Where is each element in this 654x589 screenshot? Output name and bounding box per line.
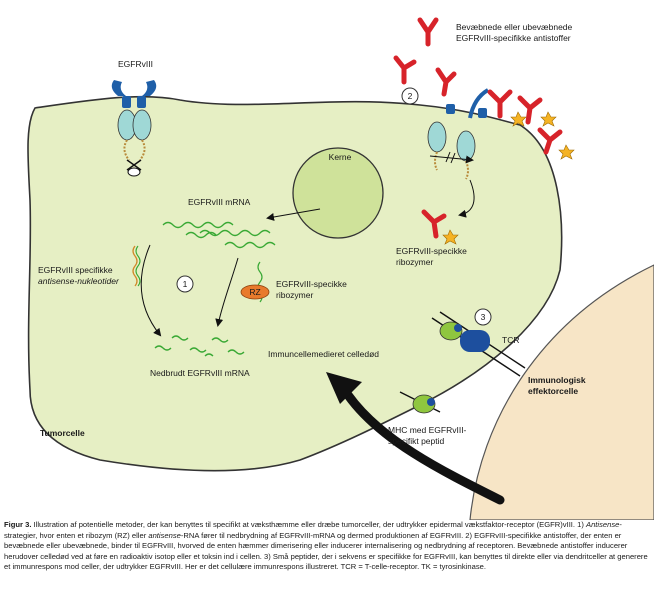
marker-3: 3 xyxy=(474,308,492,326)
ribozymer-right-line1: EGFRvIII-specikke xyxy=(396,246,467,256)
svg-text:RZ: RZ xyxy=(249,287,260,297)
caption-text-2: -strategier, hvor enten et ribozym (RZ) … xyxy=(4,520,622,540)
antibodies-bound xyxy=(487,89,563,155)
degraded-mrna xyxy=(154,335,245,357)
mhc-label-line2: specifikt peptid xyxy=(388,436,444,446)
egfrviii-receptor-top xyxy=(111,80,157,177)
mhc-tcr-complex xyxy=(431,311,526,377)
nucleus xyxy=(292,147,384,239)
antibody-internalized xyxy=(421,209,447,239)
antibodies-label-line1: Bevæbnede eller ubevæbnede xyxy=(456,22,573,32)
mrna-label: EGFRvIII mRNA xyxy=(188,197,251,207)
effector-label-line1: Immunologisk xyxy=(528,375,586,385)
ribozymer-right-line2: ribozymer xyxy=(396,257,433,267)
svg-text:3: 3 xyxy=(481,312,486,322)
immune-big-arrow xyxy=(343,390,505,505)
caption-italic-2: antisense xyxy=(148,530,181,540)
mhc-label-line1: MHC med EGFRvIII- xyxy=(388,425,467,435)
tumorcelle-label: Tumorcelle xyxy=(40,428,85,438)
toxin-stars xyxy=(442,111,575,245)
immune-death-label: Immuncellemedieret celledød xyxy=(268,349,379,359)
tcr-label: TCR xyxy=(502,335,519,345)
antibodies-free xyxy=(393,17,457,97)
marker-1: 1 xyxy=(176,275,194,293)
receptors-bound xyxy=(427,88,490,180)
caption-italic-1: Antisense xyxy=(586,520,620,529)
diagram-stage: Kerne EGFRvIII Bevæbnede eller ubevæbned… xyxy=(27,17,654,521)
ribozymer-left-line2: ribozymer xyxy=(276,290,313,300)
marker-2: 2 xyxy=(401,87,419,105)
antisense-label-line1: EGFRvIII specifikke xyxy=(38,265,113,275)
degraded-mrna-label: Nedbrudt EGFRvIII mRNA xyxy=(150,368,250,378)
ribozyme-arrow xyxy=(215,257,239,327)
caption-text-3: -RNA fører til nedbrydning af EGFRvIII-m… xyxy=(4,530,648,572)
immune-big-arrowhead xyxy=(326,372,362,404)
antibodies-label-line2: EGFRvIII-specifikke antistoffer xyxy=(456,33,571,43)
svg-text:2: 2 xyxy=(408,91,413,101)
mhc-complex-lower xyxy=(399,391,441,414)
caption-fig-label: Figur 3. xyxy=(4,520,32,529)
antisense-arrow xyxy=(140,244,162,337)
mrna-strands xyxy=(162,221,276,249)
svg-text:1: 1 xyxy=(183,279,188,289)
antisense-label-line2: antisense-nukleotider xyxy=(38,276,120,286)
egfrviii-top-label: EGFRvIII xyxy=(118,59,153,69)
caption-text-1: Illustration af potentielle metoder, der… xyxy=(31,520,586,529)
nucleus-label: Kerne xyxy=(329,152,352,162)
effector-cell xyxy=(469,264,654,521)
antisense-nucleotide xyxy=(132,245,138,287)
ribozymer-left-line1: EGFRvIII-specikke xyxy=(276,279,347,289)
nucleus-to-mrna-arrow xyxy=(266,208,321,221)
diagram-svg: Kerne EGFRvIII Bevæbnede eller ubevæbned… xyxy=(27,17,654,521)
effector-label-line2: effektorcelle xyxy=(528,386,578,396)
internalization-arrow xyxy=(458,179,475,218)
figure-caption: Figur 3. Illustration af potentielle met… xyxy=(4,520,650,573)
rz-badge: RZ xyxy=(240,284,270,300)
tumor-cell xyxy=(27,95,563,472)
